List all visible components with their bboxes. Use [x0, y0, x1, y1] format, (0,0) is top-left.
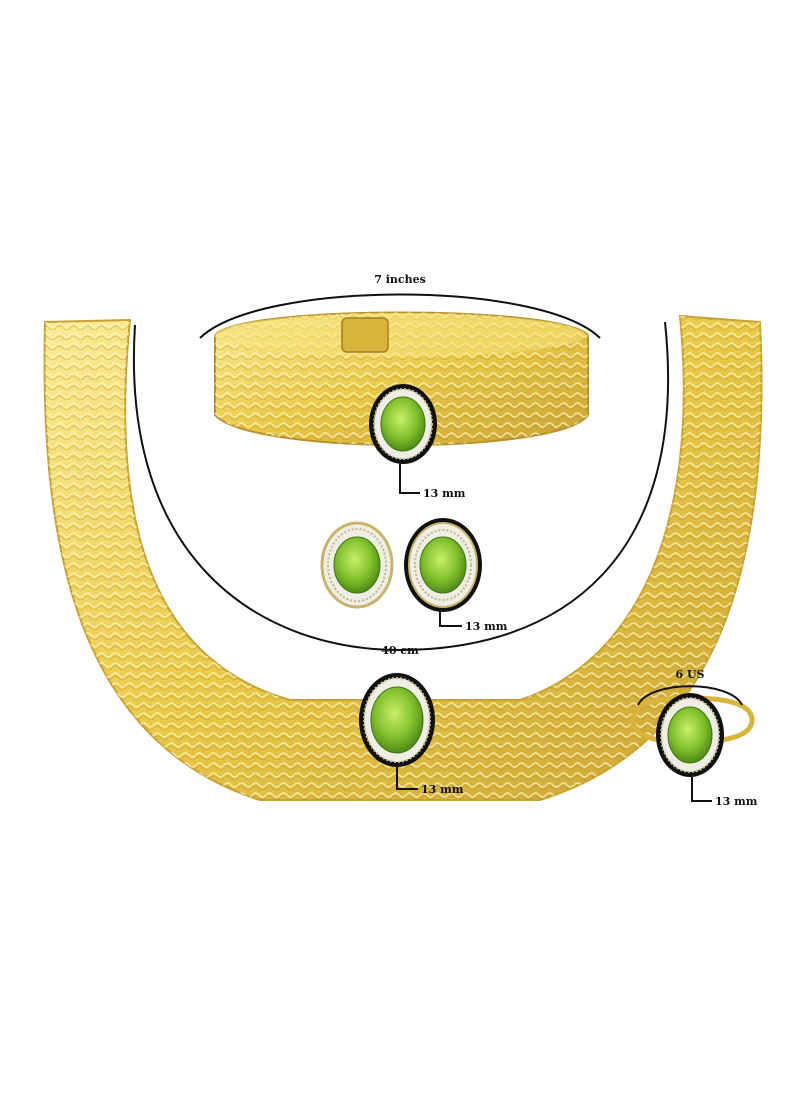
- ring-size-label: 6 US: [675, 668, 704, 681]
- bracelet-clasp: [341, 317, 389, 353]
- earring-right: [404, 518, 482, 612]
- bracelet-length-label: 7 inches: [374, 273, 426, 286]
- ring: [630, 693, 755, 777]
- necklace-length-arc: [132, 321, 670, 652]
- necklace: [43, 314, 763, 801]
- necklace-stone-label: 13 mm: [421, 783, 464, 796]
- bracelet-gem: [369, 384, 437, 464]
- earring-stone-leader: [439, 610, 462, 627]
- earring-left: [320, 521, 394, 609]
- bracelet-stone-leader: [399, 464, 420, 494]
- necklace-length-label: 40 cm: [381, 644, 419, 657]
- ring-size-arc: [637, 685, 743, 706]
- earring-stone-label: 13 mm: [465, 620, 508, 633]
- ring-stone-leader: [691, 777, 712, 802]
- necklace-stone-leader: [396, 767, 418, 790]
- bracelet-stone-label: 13 mm: [423, 487, 466, 500]
- ring-stone-label: 13 mm: [715, 795, 758, 808]
- bracelet: [214, 311, 589, 446]
- bracelet-length-arc: [199, 293, 601, 339]
- necklace-gem: [359, 673, 435, 767]
